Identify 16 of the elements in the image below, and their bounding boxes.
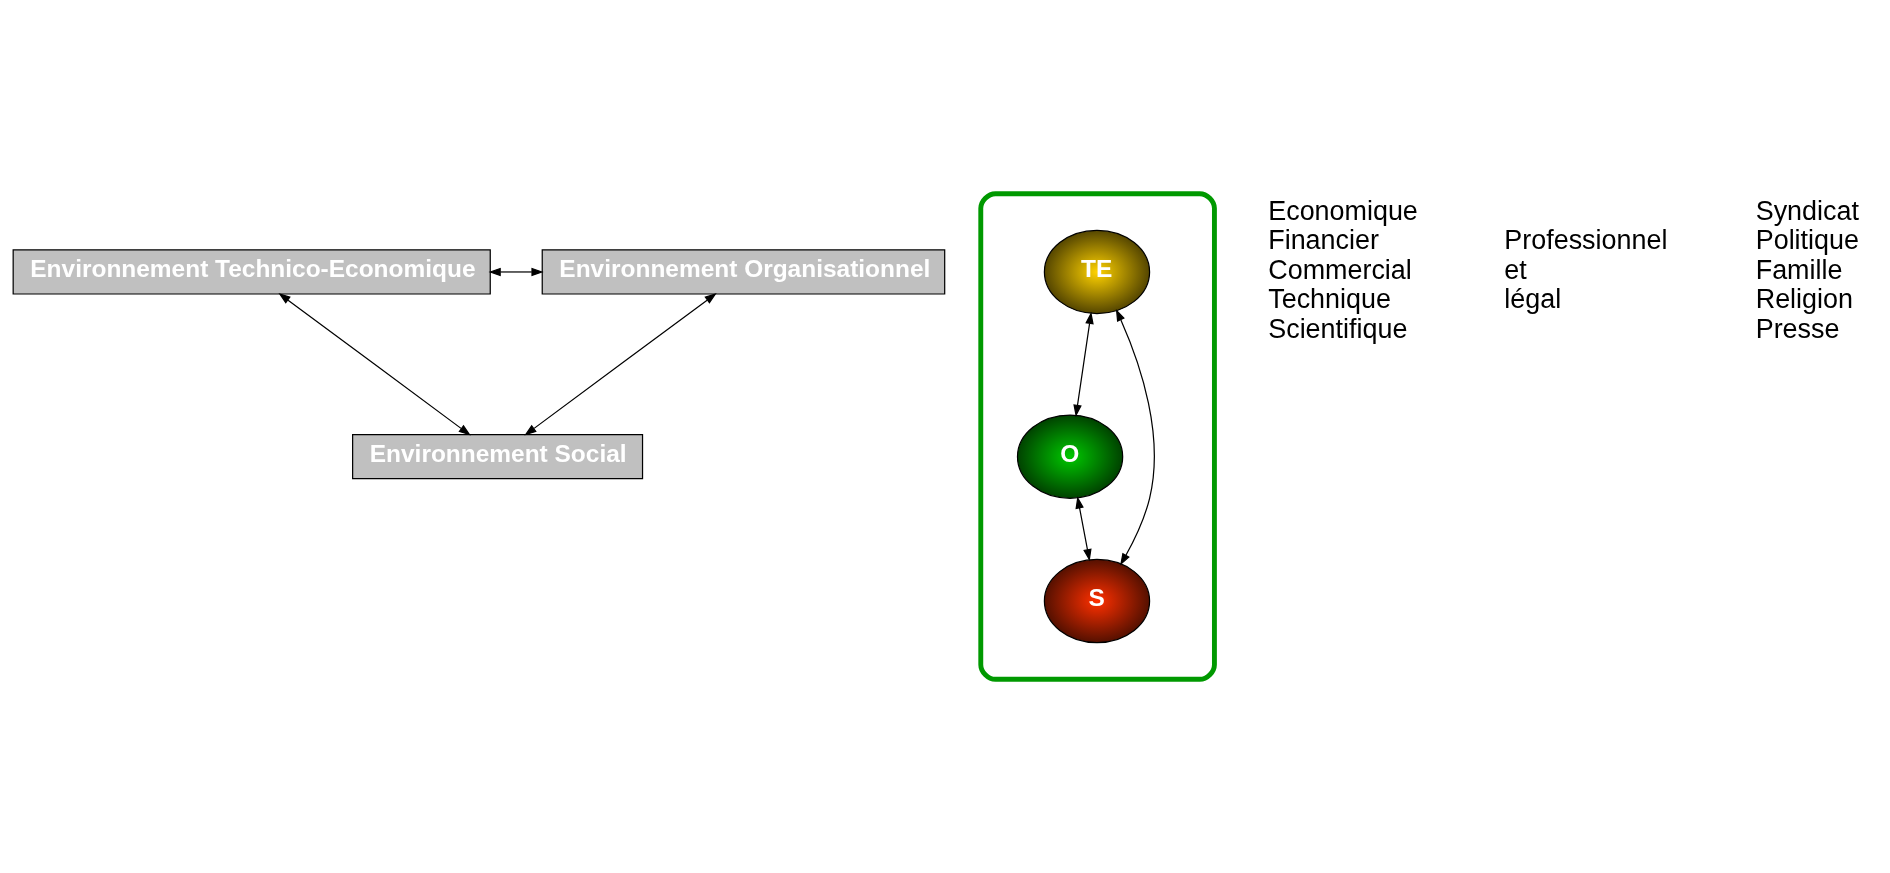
node-box: Environnement Technico-Economique <box>12 249 491 295</box>
arrow <box>524 293 717 436</box>
arrow <box>1115 309 1155 566</box>
label: Economique Financier Commercial Technique Scientifique <box>1268 196 1418 344</box>
arrow <box>488 267 544 277</box>
arrow <box>278 293 471 436</box>
node-ellipse: S <box>1043 558 1151 644</box>
cluster <box>978 191 1217 682</box>
arrow <box>1073 311 1094 417</box>
node-ellipse: O <box>1016 414 1124 499</box>
node-box: Environnement Social <box>352 434 644 480</box>
label: Professionnel et légal <box>1504 225 1668 315</box>
label: Syndicat Politique Famille Religion Presse <box>1755 196 1859 344</box>
node-ellipse: TE <box>1043 229 1151 315</box>
arrow <box>1075 496 1092 562</box>
node-box: Environnement Organisationnel <box>541 249 946 295</box>
